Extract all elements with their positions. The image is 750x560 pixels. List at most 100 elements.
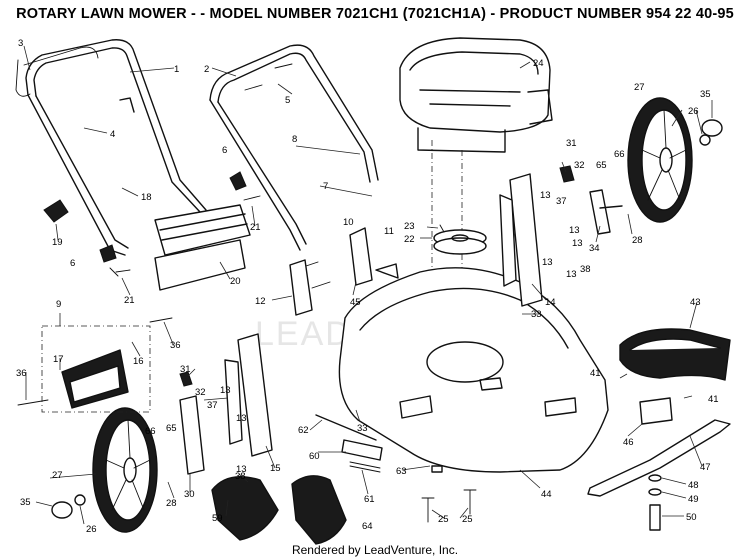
upper-handle — [25, 39, 207, 256]
callout: 31 — [180, 364, 191, 375]
callout: 13 — [566, 269, 577, 280]
rear-flap-box — [41, 325, 151, 413]
callout: 23 — [404, 221, 415, 232]
callout: 19 — [52, 237, 63, 248]
callout: 30 — [184, 489, 195, 500]
callout: 50 — [686, 512, 697, 523]
bolts — [17, 63, 541, 406]
discharge-chute — [619, 328, 731, 381]
callout: 66 — [145, 426, 156, 437]
callout: 8 — [292, 134, 297, 145]
callout: 25 — [462, 514, 473, 525]
callout: 22 — [404, 234, 415, 245]
lower-handle — [209, 44, 379, 251]
callout: 65 — [596, 160, 607, 171]
callout: 26 — [86, 524, 97, 535]
callout: 13 — [540, 190, 551, 201]
callout: 27 — [634, 82, 645, 93]
callout: 11 — [384, 226, 394, 237]
control-cable — [15, 59, 31, 97]
engine — [399, 37, 553, 153]
callout: 27 — [52, 470, 63, 481]
callout: 41 — [590, 368, 601, 379]
callout: 49 — [688, 494, 699, 505]
callout: 20 — [230, 276, 241, 287]
callout: 7 — [323, 181, 328, 192]
callout: 38 — [235, 471, 246, 482]
callout: 45 — [350, 297, 361, 308]
callout: 61 — [364, 494, 375, 505]
callout: 48 — [688, 480, 699, 491]
callout: 62 — [298, 425, 309, 436]
callout-labels: 3 1 2 4 5 24 27 35 26 6 8 7 31 32 65 66 … — [16, 38, 719, 535]
callout: 47 — [700, 462, 711, 473]
callout: 2 — [204, 64, 209, 75]
callout: 6 — [70, 258, 75, 269]
callout: 16 — [133, 356, 144, 367]
callout: 13 — [220, 385, 231, 396]
callout: 60 — [309, 451, 320, 462]
callout: 6 — [222, 145, 227, 156]
callout: 37 — [556, 196, 567, 207]
callout: 4 — [110, 129, 115, 140]
front-height-bracket — [237, 333, 273, 457]
callout: 65 — [166, 423, 177, 434]
pulley — [433, 224, 487, 255]
callout: 24 — [533, 58, 544, 69]
diagram-title: ROTARY LAWN MOWER - - MODEL NUMBER 7021C… — [16, 6, 734, 22]
callout: 13 — [236, 413, 247, 424]
callout: 63 — [396, 466, 407, 477]
callout: 13 — [569, 225, 580, 236]
callout: 3 — [18, 38, 23, 49]
height-bracket — [289, 259, 313, 316]
front-wheel — [92, 407, 158, 533]
callout: 33 — [531, 309, 542, 320]
callout: 46 — [623, 437, 634, 448]
callout: 1 — [174, 64, 179, 75]
callout: 35 — [20, 497, 31, 508]
callout: 18 — [141, 192, 152, 203]
callout: 35 — [700, 89, 711, 100]
callout: 33 — [357, 423, 368, 434]
callout: 38 — [580, 264, 591, 275]
callout: 14 — [545, 297, 556, 308]
callout: 13 — [542, 257, 553, 268]
handle-knob — [43, 199, 69, 223]
mower-deck — [338, 267, 609, 473]
callout: 21 — [250, 222, 261, 233]
callout: 10 — [343, 217, 354, 228]
callout: 43 — [690, 297, 701, 308]
footer-credit: Rendered by LeadVenture, Inc. — [291, 543, 459, 557]
callout: 9 — [56, 299, 61, 310]
callout: 13 — [572, 238, 583, 249]
callout: 28 — [632, 235, 643, 246]
leader-lines — [23, 45, 713, 525]
callout: 36 — [170, 340, 181, 351]
callout: 32 — [195, 387, 206, 398]
callout: 34 — [589, 243, 600, 254]
callout: 15 — [270, 463, 281, 474]
callout: 21 — [124, 295, 135, 306]
rear-height-bracket — [509, 173, 543, 307]
mulch-plug — [211, 476, 279, 541]
callout: 37 — [207, 400, 218, 411]
blade — [587, 397, 731, 497]
callout: 17 — [53, 354, 64, 365]
callout: 66 — [614, 149, 625, 160]
callout: 28 — [166, 498, 177, 509]
callout: 59 — [212, 513, 223, 524]
callout: 13 — [236, 464, 247, 475]
callout: 26 — [688, 106, 699, 117]
callout: 36 — [16, 368, 27, 379]
callout: 31 — [566, 138, 577, 149]
callout: 25 — [438, 514, 449, 525]
callout: 32 — [574, 160, 585, 171]
callout: 12 — [255, 296, 266, 307]
rear-door-bracket — [154, 204, 251, 291]
callout: 44 — [541, 489, 552, 500]
callout: 41 — [708, 394, 719, 405]
callout: 5 — [285, 95, 290, 106]
callout: 64 — [362, 521, 373, 532]
rear-wheel — [627, 97, 693, 223]
